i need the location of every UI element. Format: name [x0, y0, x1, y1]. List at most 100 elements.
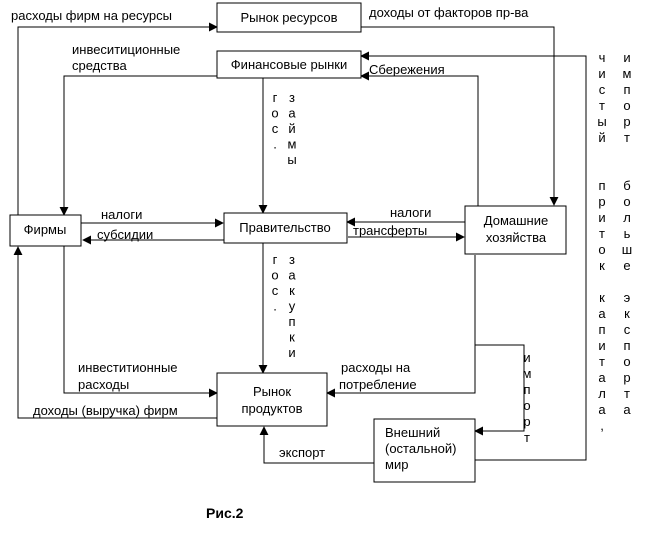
arrow-factor-income: [361, 26, 559, 206]
vertical-label-char: п: [623, 82, 630, 97]
vertical-label-char: э: [624, 290, 631, 305]
vertical-label-char: и: [598, 66, 605, 81]
label-consumption-line2: потребление: [339, 377, 417, 392]
product-market-title-line2: продуктов: [241, 401, 302, 416]
vertical-label-char: .: [273, 137, 277, 152]
vertical-label-char: т: [599, 354, 605, 369]
financial-markets-box: [216, 50, 362, 79]
foreign-world-title-line2: (остальной): [385, 441, 456, 456]
vertical-label-char: а: [288, 268, 296, 283]
label-savings: Сбережения: [369, 62, 445, 77]
vertical-label-char: ы: [597, 114, 606, 129]
arrow-net-capital-inflow: [360, 51, 587, 461]
arrow-export: [259, 426, 374, 464]
vertical-label-char: о: [523, 398, 530, 413]
firms-box: [9, 214, 82, 247]
vertical-label-char: т: [599, 98, 605, 113]
vertical-label-char: ч: [599, 50, 606, 65]
vertical-label-char: о: [271, 268, 278, 283]
vertical-label-char: р: [623, 114, 630, 129]
vertical-label-char: ш: [622, 242, 632, 257]
vertical-label-char: т: [524, 430, 530, 445]
resource-market-box: [216, 2, 362, 33]
label-export: экспорт: [279, 445, 325, 460]
households-box: [464, 205, 567, 255]
vertical-label-char: к: [599, 258, 605, 273]
vertical-label-char: т: [624, 130, 630, 145]
flow-labels: расходы фирм на ресурсы доходы от фактор…: [11, 5, 529, 460]
resource-market-title: Рынок ресурсов: [240, 10, 337, 25]
households-title-line2: хозяйства: [486, 230, 547, 245]
vertical-label-char: о: [623, 354, 630, 369]
label-gov-purchases-col1: гос.: [271, 252, 278, 314]
firms-title: Фирмы: [24, 222, 67, 237]
vertical-label-char: з: [289, 252, 295, 267]
vertical-label-char: о: [598, 242, 605, 257]
vertical-label-char: о: [623, 98, 630, 113]
flow-lines: [13, 22, 587, 464]
vertical-label-char: м: [288, 137, 297, 152]
vertical-label-char: с: [272, 121, 279, 136]
vertical-label-char: и: [598, 210, 605, 225]
label-consumption-line1: расходы на: [341, 360, 411, 375]
vertical-label-char: й: [598, 130, 605, 145]
arrow-investment-funds: [59, 75, 217, 216]
vertical-label-char: к: [289, 330, 295, 345]
vertical-label-char: и: [523, 350, 530, 365]
label-taxes-households: налоги: [390, 205, 431, 220]
product-market-box: [216, 372, 328, 427]
government-box: [223, 212, 348, 244]
vertical-label-char: т: [599, 226, 605, 241]
label-transfers: трансферты: [353, 223, 427, 238]
arrow-consumption: [326, 255, 476, 398]
label-factor-income: доходы от факторов пр-ва: [369, 5, 529, 20]
vertical-label-char: а: [598, 370, 606, 385]
vertical-label-char: .: [273, 299, 277, 314]
vertical-label-char: и: [598, 338, 605, 353]
vertical-label-char: р: [598, 194, 605, 209]
vertical-label-char: у: [289, 299, 296, 314]
label-subsidies: субсидии: [97, 227, 153, 242]
vertical-label-char: п: [623, 338, 630, 353]
government-title: Правительство: [239, 220, 330, 235]
figure-caption: Рис.2: [206, 505, 244, 521]
label-investment-funds-line1: инвеситиционные: [72, 42, 180, 57]
vertical-label-char: п: [288, 314, 295, 329]
foreign-world-title-line3: мир: [385, 457, 408, 472]
vertical-label-char: п: [598, 322, 605, 337]
vertical-label-char: п: [598, 178, 605, 193]
vertical-label-char: б: [623, 178, 630, 193]
vertical-label-char: к: [289, 283, 295, 298]
vertical-label-char: т: [624, 386, 630, 401]
vertical-label-char: л: [598, 386, 606, 401]
boxes: [9, 2, 567, 483]
vertical-label-char: к: [599, 290, 605, 305]
label-gov-loans-col1: гос.: [271, 90, 278, 152]
label-investment-spending-line1: инвеститионные: [78, 360, 178, 375]
vertical-label-char: р: [523, 414, 530, 429]
vertical-label-char: м: [623, 66, 632, 81]
label-investment-funds-line2: средства: [72, 58, 127, 73]
vertical-label-char: р: [623, 370, 630, 385]
vertical-label-char: о: [271, 106, 278, 121]
vertical-label-char: с: [624, 322, 631, 337]
box-texts: Рынок ресурсов Финансовые рынки Фирмы Пр…: [24, 10, 549, 472]
vertical-label-char: к: [624, 306, 630, 321]
arrow-savings: [360, 71, 479, 207]
vertical-label-char: ь: [624, 226, 631, 241]
vertical-label-char: с: [599, 82, 606, 97]
vertical-label-char: о: [623, 194, 630, 209]
label-investment-spending-line2: расходы: [78, 377, 129, 392]
label-firm-revenue: доходы (выручка) фирм: [33, 403, 178, 418]
vertical-label-char: и: [288, 345, 295, 360]
